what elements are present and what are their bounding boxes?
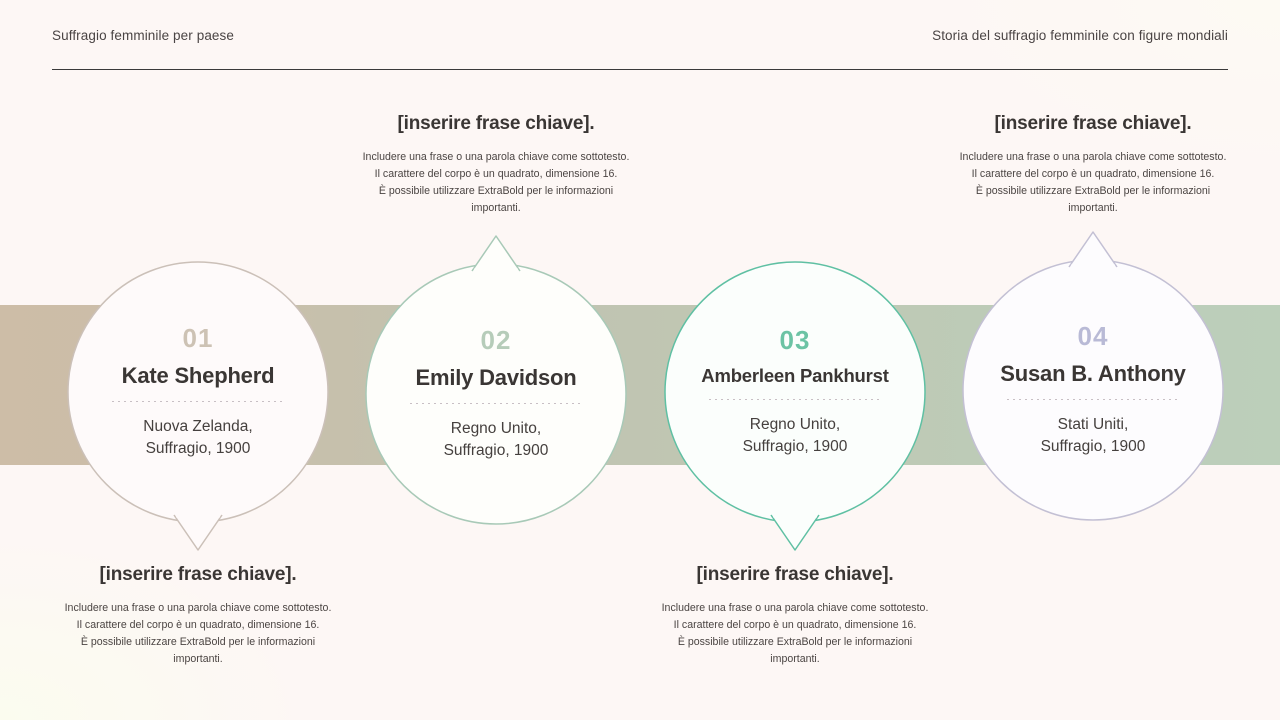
node-name-04: Susan B. Anthony — [1000, 360, 1186, 386]
timeline-node-02[interactable]: 02 Emily Davidson Regno Unito, Suffragio… — [365, 235, 627, 525]
node-name-01: Kate Shepherd — [121, 362, 275, 388]
caption-body-line3-3: È possibile utilizzare ExtraBold per le … — [677, 636, 913, 649]
caption-title-1: [inserire frase chiave]. — [99, 564, 297, 585]
caption-body-line4-4: importanti. — [1068, 202, 1118, 215]
node-divider-04 — [1007, 399, 1179, 401]
caption-title-4: [inserire frase chiave]. — [994, 113, 1192, 134]
node-description-03: Regno Unito, Suffragio, 1900 — [743, 414, 848, 457]
bubble-content-03: 03 Amberleen Pankhurst Regno Unito, Suff… — [665, 262, 925, 522]
node-number-03: 03 — [779, 324, 811, 355]
caption-body-line2-4: Il carattere del corpo è un quadrato, di… — [971, 168, 1215, 181]
caption-block-top-second: [inserire frase chiave]. Includere una f… — [331, 113, 661, 218]
page-header: Suffragio femminile per paese Storia del… — [52, 28, 1228, 70]
bubble-outline-02 — [365, 235, 627, 525]
node-name-02: Emily Davidson — [415, 364, 577, 390]
caption-body-line3-1: È possibile utilizzare ExtraBold per le … — [80, 636, 316, 649]
caption-body-4: Includere una frase o una parola chiave … — [928, 149, 1258, 218]
caption-title-2: [inserire frase chiave]. — [397, 113, 595, 134]
caption-body-3: Includere una frase o una parola chiave … — [630, 600, 960, 669]
caption-block-top-fourth: [inserire frase chiave]. Includere una f… — [928, 113, 1258, 218]
timeline-node-04[interactable]: 04 Susan B. Anthony Stati Uniti, Suffrag… — [962, 231, 1224, 521]
node-desc-line2-01: Suffragio, 1900 — [145, 439, 251, 457]
caption-body-line3-4: È possibile utilizzare ExtraBold per le … — [975, 185, 1211, 198]
caption-body-line3-2: È possibile utilizzare ExtraBold per le … — [378, 185, 614, 198]
node-divider-01 — [112, 401, 284, 403]
node-description-01: Nuova Zelanda, Suffragio, 1900 — [143, 416, 252, 459]
caption-body-line1-4: Includere una frase o una parola chiave … — [959, 151, 1227, 163]
caption-body-line1-2: Includere una frase o una parola chiave … — [362, 151, 630, 163]
caption-body-line2-1: Il carattere del corpo è un quadrato, di… — [76, 619, 320, 632]
bubble-outline-04 — [962, 231, 1224, 521]
timeline-node-01[interactable]: 01 Kate Shepherd Nuova Zelanda, Suffragi… — [67, 261, 329, 551]
node-desc-line1-04: Stati Uniti, — [1057, 416, 1129, 434]
caption-body-1: Includere una frase o una parola chiave … — [33, 600, 363, 669]
caption-body-line4-2: importanti. — [471, 202, 521, 215]
caption-title-3: [inserire frase chiave]. — [696, 564, 894, 585]
caption-body-line1-3: Includere una frase o una parola chiave … — [661, 602, 929, 614]
bubble-outline-03 — [664, 261, 926, 551]
node-name-03: Amberleen Pankhurst — [701, 364, 889, 386]
header-left-title: Suffragio femminile per paese — [52, 28, 234, 43]
node-number-04: 04 — [1077, 320, 1109, 351]
node-description-04: Stati Uniti, Suffragio, 1900 — [1041, 414, 1146, 457]
caption-body-line4-3: importanti. — [770, 653, 820, 666]
bubble-content-04: 04 Susan B. Anthony Stati Uniti, Suffrag… — [963, 260, 1223, 520]
node-desc-line2-03: Suffragio, 1900 — [742, 437, 848, 455]
caption-body-line1-1: Includere una frase o una parola chiave … — [64, 602, 332, 614]
caption-block-bottom-third: [inserire frase chiave]. Includere una f… — [630, 564, 960, 669]
header-right-title: Storia del suffragio femminile con figur… — [932, 28, 1228, 43]
caption-body-line2-2: Il carattere del corpo è un quadrato, di… — [374, 168, 618, 181]
node-desc-line1-03: Regno Unito, — [749, 416, 841, 434]
caption-body-line2-3: Il carattere del corpo è un quadrato, di… — [673, 619, 917, 632]
timeline-node-03[interactable]: 03 Amberleen Pankhurst Regno Unito, Suff… — [664, 261, 926, 551]
caption-block-bottom-left: [inserire frase chiave]. Includere una f… — [33, 564, 363, 669]
caption-body-2: Includere una frase o una parola chiave … — [331, 149, 661, 218]
caption-body-line4-1: importanti. — [173, 653, 223, 666]
node-number-02: 02 — [480, 324, 512, 355]
node-description-02: Regno Unito, Suffragio, 1900 — [444, 418, 549, 461]
node-divider-03 — [709, 399, 881, 401]
node-divider-02 — [410, 403, 582, 405]
bubble-content-01: 01 Kate Shepherd Nuova Zelanda, Suffragi… — [68, 262, 328, 522]
node-desc-line2-04: Suffragio, 1900 — [1040, 437, 1146, 455]
bubble-outline-01 — [67, 261, 329, 551]
node-desc-line2-02: Suffragio, 1900 — [443, 441, 549, 459]
node-desc-line1-02: Regno Unito, — [450, 420, 542, 438]
bubble-content-02: 02 Emily Davidson Regno Unito, Suffragio… — [366, 264, 626, 524]
node-number-01: 01 — [182, 322, 214, 353]
node-desc-line1-01: Nuova Zelanda, — [143, 418, 253, 436]
